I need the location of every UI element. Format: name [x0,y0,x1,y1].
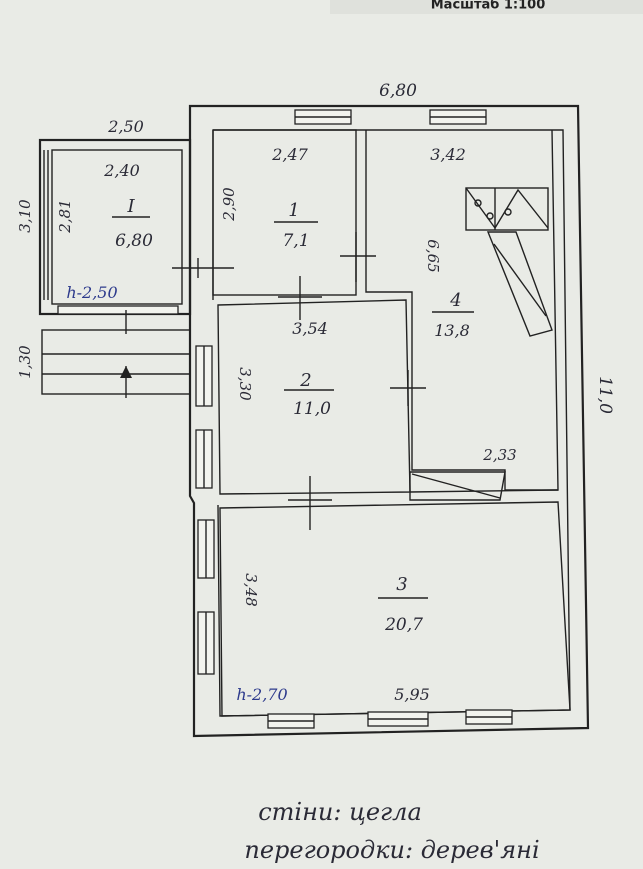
room-3-outline [219,501,571,717]
stove-burner-1 [474,199,482,207]
room-I-area: 6,80 [115,231,153,251]
stove-bench-diag [493,243,547,317]
porch-inner [51,149,183,305]
porch-width-label: 2,50 [107,117,144,136]
room-1-outline [212,129,357,296]
room-I-id: I [126,196,135,217]
note-partitions: перегородки: дерев'яні [244,836,539,864]
stove-burner-3 [504,208,512,216]
stove-diag [465,187,496,229]
stove-wedge-line [411,473,501,499]
room-2-length: 3,30 [236,367,254,401]
room-I-height: h-2,50 [66,283,117,302]
overall-length-label: 11,0 [595,376,615,414]
room-4-extra: 2,33 [482,446,516,464]
passage-label: 1,30 [16,345,34,379]
entrance-arrow-icon [120,366,132,378]
window-porch [57,305,179,315]
room-1-id: 1 [288,200,299,221]
room-3-length: 3,48 [242,573,260,606]
room-2-area: 11,0 [293,399,331,419]
room-2-width: 3,54 [292,319,328,338]
note-walls: стіни: цегла [258,798,422,826]
room-3-height: h-2,70 [236,685,287,704]
stove [465,187,549,231]
room-1-area: 7,1 [282,231,309,251]
scale-label: Масштаб 1:100 [431,0,546,13]
room-3-id: 3 [396,574,407,595]
room-I-width: 2,40 [103,161,140,180]
room-2-id: 2 [299,370,311,391]
room-I-length: 2,81 [56,199,74,233]
header-strip [330,0,643,14]
overall-width-label: 6,80 [379,81,417,101]
room-4-width: 3,42 [430,145,466,164]
porch-length-label: 3,10 [16,199,34,233]
stove-hob [494,188,549,229]
outer-wall [188,104,590,738]
room-4-id: 4 [449,290,461,311]
room-4-outline [365,129,559,491]
room-1-width: 2,47 [271,145,308,164]
room-3-top [409,489,559,493]
room-1-length: 2,90 [220,187,238,222]
room-4-length: 6,65 [424,239,442,272]
stove-bench [486,231,553,337]
stove-wedge [409,471,506,501]
stove-burner-2 [486,212,494,220]
room-3-width: 5,95 [394,685,430,704]
room-3-area: 20,7 [384,615,423,635]
room-4-area: 13,8 [434,321,470,340]
entrance-steps [41,329,191,395]
